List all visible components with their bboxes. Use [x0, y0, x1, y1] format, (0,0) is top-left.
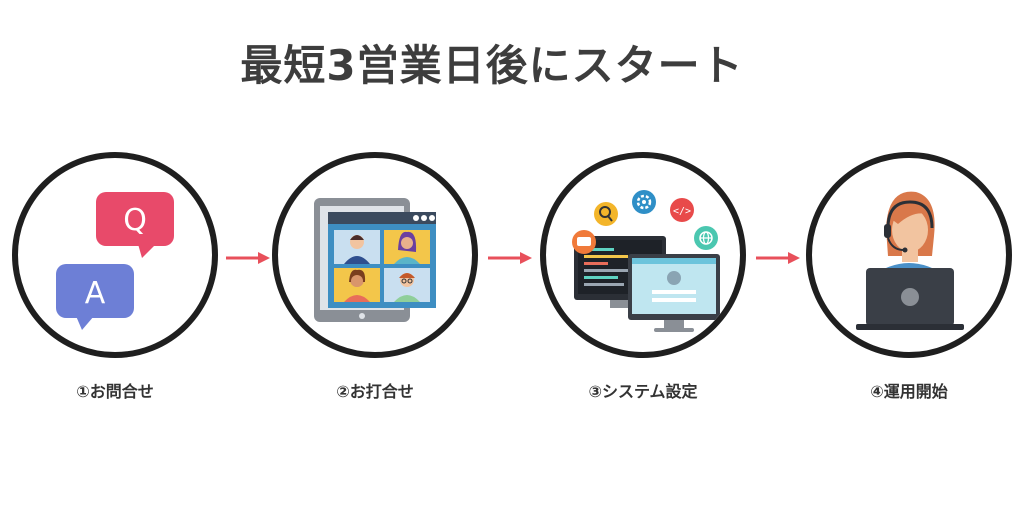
step-circle: </>: [540, 152, 746, 358]
code-icon: </>: [670, 198, 694, 222]
participant-avatar-1: [344, 235, 370, 264]
arrow-right-icon: [488, 252, 532, 264]
step-label-meeting: ②お打合せ: [336, 382, 414, 401]
arrow-right-icon: [226, 252, 270, 264]
search-icon: [594, 202, 618, 226]
participant-avatar-3: [344, 269, 370, 302]
login-monitor-icon: [628, 254, 720, 332]
step-circle: [806, 152, 1012, 358]
laptop-icon: [856, 268, 964, 330]
a-bubble-icon: A: [56, 264, 134, 330]
chat-icon: [572, 230, 596, 254]
step-label-inquiry: ①お問合せ: [76, 382, 154, 401]
step-label-system-setup: ③システム設定: [588, 382, 698, 401]
step-label-operation-start: ④運用開始: [870, 382, 948, 401]
participant-avatar-2: [394, 231, 420, 264]
step-circle: [272, 152, 478, 358]
participant-avatar-4: [394, 273, 420, 302]
q-bubble-icon: Q: [96, 192, 174, 258]
a-letter: A: [85, 276, 106, 311]
globe-icon: [694, 226, 718, 250]
qa-bubbles-illustration: Q A: [56, 192, 174, 330]
arrow-right-icon: [756, 252, 800, 264]
tablet-video-call-illustration: [314, 198, 436, 322]
support-operator-illustration: [856, 191, 964, 330]
gear-icon: [632, 190, 656, 214]
monitors-setup-illustration: </>: [572, 190, 720, 332]
q-letter: Q: [123, 203, 147, 238]
step-inquiry: Q A: [12, 152, 218, 358]
step-operation-start: [806, 152, 1012, 358]
step-system-setup: </>: [540, 152, 746, 358]
svg-text:</>: </>: [673, 206, 691, 217]
headset-icon: [884, 200, 934, 253]
step-meeting: [272, 152, 478, 358]
page-title: 最短3営業日後にスタート: [240, 41, 744, 90]
step-circle: Q A: [12, 152, 218, 358]
